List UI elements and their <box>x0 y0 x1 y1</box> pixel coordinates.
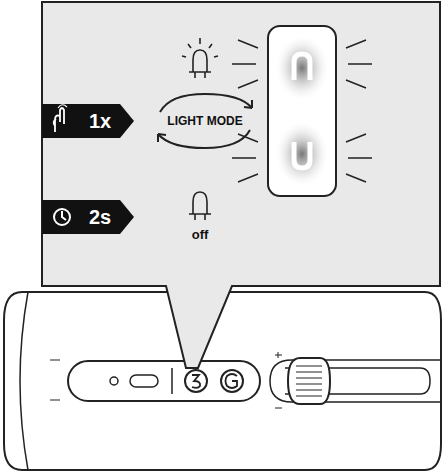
cycle-arrows <box>158 94 252 148</box>
callout-panel <box>42 2 440 368</box>
arrow-tag <box>42 104 134 234</box>
led-off-icon <box>189 192 211 220</box>
mode-label: LIGHT MODE <box>167 115 242 127</box>
state-label: off <box>192 228 209 241</box>
hand-icon <box>54 105 67 132</box>
speaker-body <box>4 292 442 470</box>
led-on-icon <box>182 38 218 78</box>
hold-duration: 2s <box>89 207 111 227</box>
speaker-light-mode <box>232 26 372 196</box>
clock-icon <box>54 209 70 225</box>
press-count: 1x <box>89 111 111 131</box>
